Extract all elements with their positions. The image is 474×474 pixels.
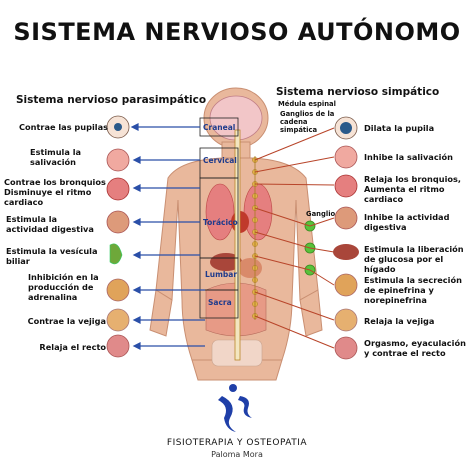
symp-effect-8: Orgasmo, eyaculación y contrae el recto: [364, 338, 466, 358]
spinal-cord-label: Médula espinal: [278, 100, 336, 108]
parasympathetic-lines: [130, 123, 205, 350]
brand-logo-icon: [218, 384, 252, 432]
symp-effect-4: Inhibe la actividad digestiva: [364, 212, 450, 232]
para-effect-6: Inhibición en la producción de adrenalin…: [28, 272, 99, 302]
liver-shape: [210, 253, 242, 271]
symp-effect-1: Dilata la pupila: [364, 123, 435, 133]
symp-effect-3: Relaja los bronquios, Aumenta el ritmo c…: [364, 174, 461, 204]
brand-name: FISIOTERAPIA Y OSTEOPATIA: [166, 438, 308, 448]
region-sacra: Sacra: [208, 298, 232, 307]
brand-person: Paloma Mora: [211, 450, 263, 459]
para-effect-1: Contrae las pupilas: [19, 122, 108, 132]
region-toracico: Torácico: [203, 218, 238, 227]
ganglion-label: Ganglio: [306, 210, 336, 218]
region-cervical: Cervical: [203, 156, 237, 165]
stomach-shape: [238, 258, 262, 278]
ganglia-chain-label: Ganglios de la cadena simpática: [280, 110, 335, 134]
sympathetic-lines: [254, 127, 335, 349]
symp-effect-5: Estimula la liberación de glucosa por el…: [364, 244, 464, 274]
left-organ-icons: [106, 115, 130, 358]
para-effect-7: Contrae la vejiga: [27, 316, 106, 326]
region-craneal: Craneal: [203, 123, 236, 132]
sympathetic-heading: Sistema nervioso simpático: [276, 86, 440, 98]
para-effect-2: Estimula la salivación: [30, 147, 82, 167]
parasympathetic-heading: Sistema nervioso parasimpático: [16, 94, 207, 106]
para-effect-3: Contrae los bronquios Disminuye el ritmo…: [4, 177, 106, 207]
lung-left-shape: [205, 183, 235, 241]
right-organ-icons: [333, 116, 359, 360]
symp-effect-7: Relaja la vejiga: [364, 316, 435, 326]
para-effect-5: Estimula la vesícula biliar: [6, 246, 98, 266]
symp-effect-6: Estimula la secreción de epinefrina y no…: [364, 275, 462, 305]
para-effect-8: Relaja el recto: [39, 342, 106, 352]
para-effect-4: Estimula la actividad digestiva: [6, 214, 94, 234]
symp-effect-2: Inhibe la salivación: [364, 152, 453, 162]
region-lumbar: Lumbar: [205, 270, 238, 279]
spinal-cord: [234, 129, 241, 361]
page-title: SISTEMA NERVIOSO AUTÓNOMO: [13, 18, 461, 46]
